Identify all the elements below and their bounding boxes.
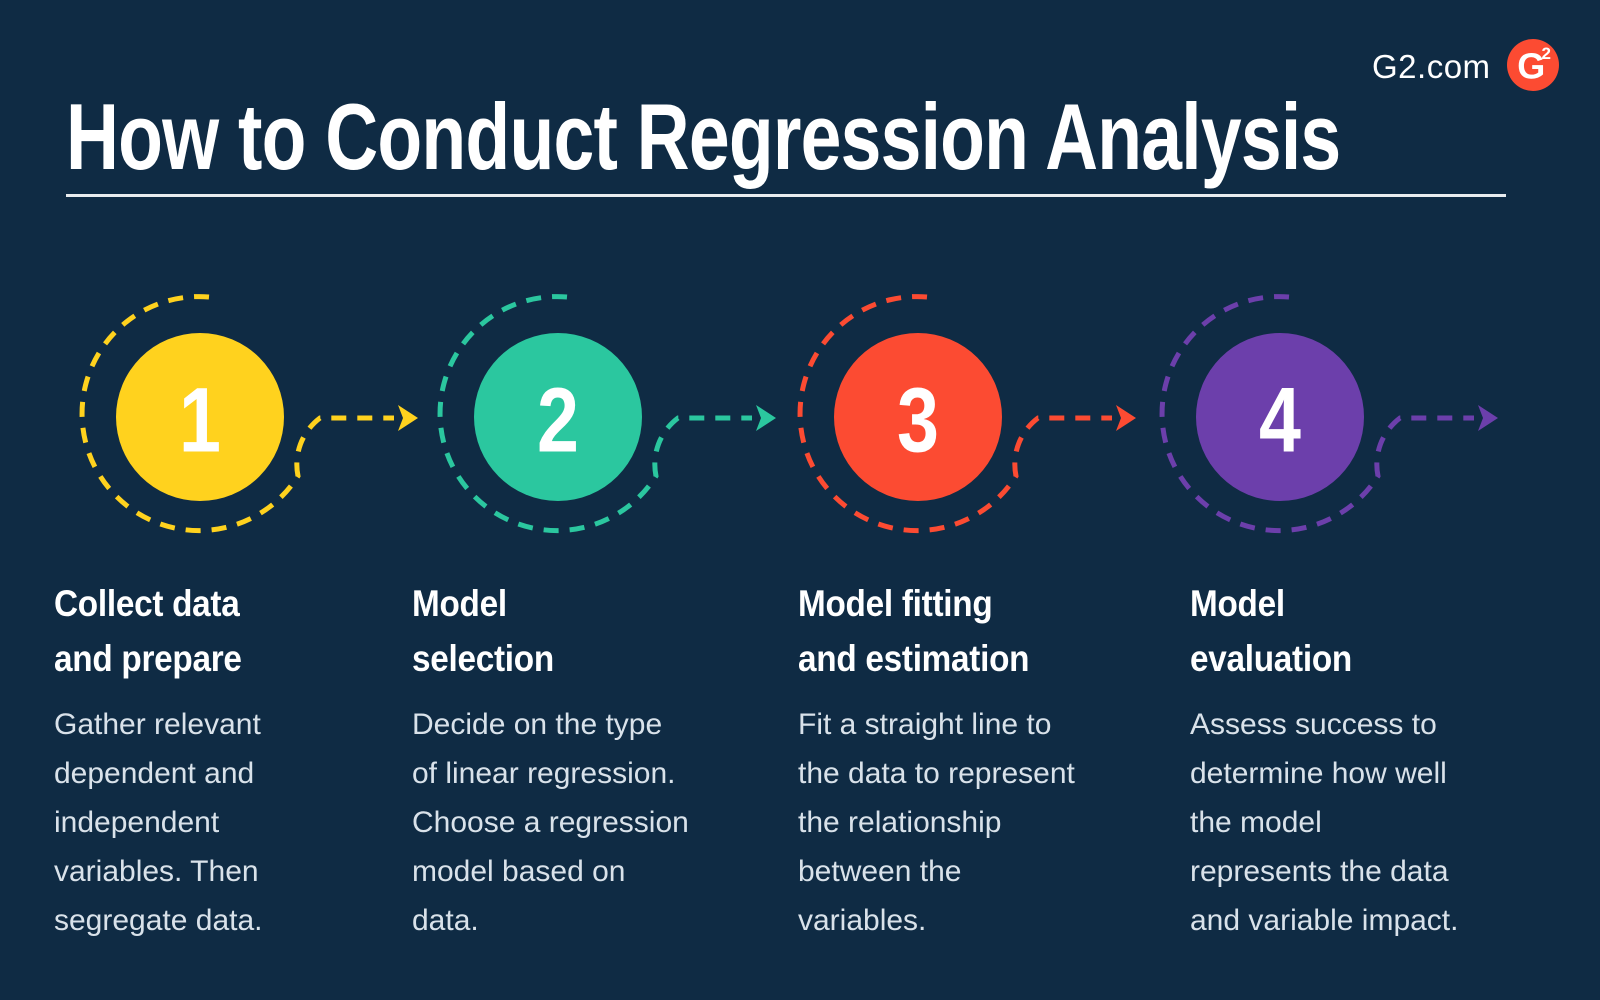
g2-logo-letter: G: [1517, 45, 1546, 87]
g2-logo-superscript: 2: [1541, 44, 1551, 63]
step-2-number: 2: [537, 369, 579, 472]
arrow-chevron-icon: [1478, 405, 1498, 431]
step-2-graphic: 2: [437, 294, 776, 534]
step-3-column: Model fitting and estimation Fit a strai…: [798, 576, 1158, 945]
step-1-circle: [116, 333, 284, 501]
step-4-dashed-ring-arrow: [1159, 294, 1474, 534]
step-1-column: Collect data and prepare Gather relevant…: [54, 576, 414, 945]
step-4-heading: Model evaluation: [1190, 583, 1352, 679]
step-4-graphic: 4: [1159, 294, 1498, 534]
step-3-heading: Model fitting and estimation: [798, 583, 1030, 679]
step-3-dashed-ring-arrow: [797, 294, 1112, 534]
g2-logo: G 2: [1507, 39, 1559, 91]
arrow-chevron-icon: [398, 405, 418, 431]
site-label: G2.com: [1372, 48, 1491, 85]
step-3-graphic: 3: [797, 294, 1136, 534]
step-2-description: Decide on the type of linear regression.…: [412, 708, 689, 937]
step-2-heading: Model selection: [412, 583, 554, 679]
arrow-chevron-icon: [756, 405, 776, 431]
step-1-graphic: 1: [79, 294, 418, 534]
step-4-circle: [1196, 333, 1364, 501]
step-4-column: Model evaluation Assess success to deter…: [1190, 576, 1550, 945]
step-4-number: 4: [1259, 369, 1301, 472]
step-2-dashed-ring-arrow: [437, 294, 752, 534]
step-3-circle: [834, 333, 1002, 501]
step-1-heading: Collect data and prepare: [54, 583, 242, 679]
step-1-dashed-ring-arrow: [79, 294, 394, 534]
step-3-number: 3: [897, 369, 939, 472]
step-2-column: Model selection Decide on the type of li…: [412, 576, 772, 945]
step-2-circle: [474, 333, 642, 501]
step-1-description: Gather relevant dependent and independen…: [54, 708, 263, 937]
step-3-description: Fit a straight line to the data to repre…: [798, 708, 1075, 937]
title-underline: [66, 194, 1506, 197]
page-title: How to Conduct Regression Analysis: [66, 84, 1341, 189]
arrow-chevron-icon: [1116, 405, 1136, 431]
step-1-number: 1: [179, 369, 221, 472]
step-4-description: Assess success to determine how well the…: [1190, 708, 1459, 937]
